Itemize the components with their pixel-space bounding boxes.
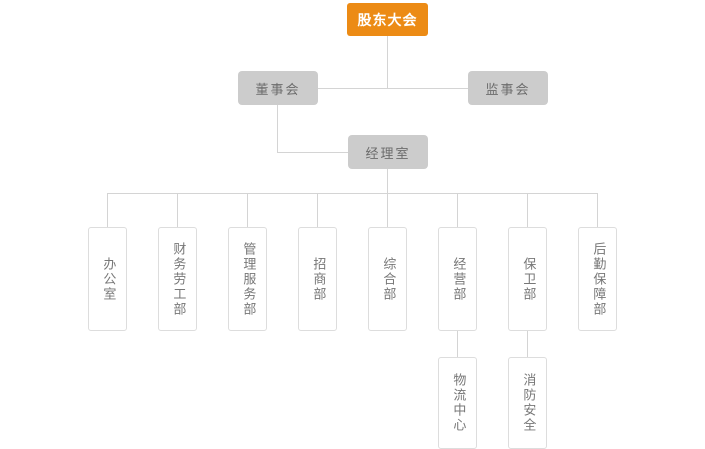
node-shareholders-label: 股东大会 xyxy=(357,12,418,29)
connector-directors-drop xyxy=(277,105,278,152)
connector-drop-security xyxy=(527,193,528,227)
connector-drop-management-service xyxy=(247,193,248,227)
connector-managers-drop xyxy=(387,169,388,193)
connector-department-bus xyxy=(107,193,597,194)
connector-drop-logistics-center xyxy=(457,331,458,357)
node-security-label: 保卫部 xyxy=(520,256,536,302)
node-logistics-center[interactable]: 物流中心 xyxy=(438,357,477,449)
node-board-of-supervisors[interactable]: 监事会 xyxy=(468,71,548,105)
node-shareholders[interactable]: 股东大会 xyxy=(347,3,428,36)
connector-drop-fire-safety xyxy=(527,331,528,357)
node-investment[interactable]: 招商部 xyxy=(298,227,337,331)
node-general-affairs[interactable]: 综合部 xyxy=(368,227,407,331)
connector-drop-finance-labor xyxy=(177,193,178,227)
node-security[interactable]: 保卫部 xyxy=(508,227,547,331)
node-board-of-directors[interactable]: 董事会 xyxy=(238,71,318,105)
connector-drop-office xyxy=(107,193,108,227)
connector-drop-logistics-support xyxy=(597,193,598,227)
node-logistics-support-label: 后勤保障部 xyxy=(590,241,606,317)
node-management-service-label: 管理服务部 xyxy=(240,241,256,317)
node-logistics-center-label: 物流中心 xyxy=(450,373,466,433)
connector-shareholders-drop xyxy=(387,36,388,88)
node-office-label: 办公室 xyxy=(100,256,116,302)
connector-drop-operations xyxy=(457,193,458,227)
node-finance-labor[interactable]: 财务劳工部 xyxy=(158,227,197,331)
connector-drop-general-affairs xyxy=(387,193,388,227)
node-management-service[interactable]: 管理服务部 xyxy=(228,227,267,331)
node-managers-office[interactable]: 经理室 xyxy=(348,135,428,169)
node-logistics-support[interactable]: 后勤保障部 xyxy=(578,227,617,331)
connector-drop-investment xyxy=(317,193,318,227)
node-investment-label: 招商部 xyxy=(310,256,326,302)
connector-level2-bus xyxy=(318,88,468,89)
node-fire-safety-label: 消防安全 xyxy=(520,373,536,433)
node-general-affairs-label: 综合部 xyxy=(380,256,396,302)
node-operations-label: 经营部 xyxy=(450,256,466,302)
node-board-of-supervisors-label: 监事会 xyxy=(485,82,531,98)
node-fire-safety[interactable]: 消防安全 xyxy=(508,357,547,449)
node-office[interactable]: 办公室 xyxy=(88,227,127,331)
node-operations[interactable]: 经营部 xyxy=(438,227,477,331)
connector-directors-to-managers xyxy=(277,152,348,153)
node-board-of-directors-label: 董事会 xyxy=(255,82,301,98)
node-managers-office-label: 经理室 xyxy=(365,146,411,162)
node-finance-labor-label: 财务劳工部 xyxy=(170,241,186,317)
